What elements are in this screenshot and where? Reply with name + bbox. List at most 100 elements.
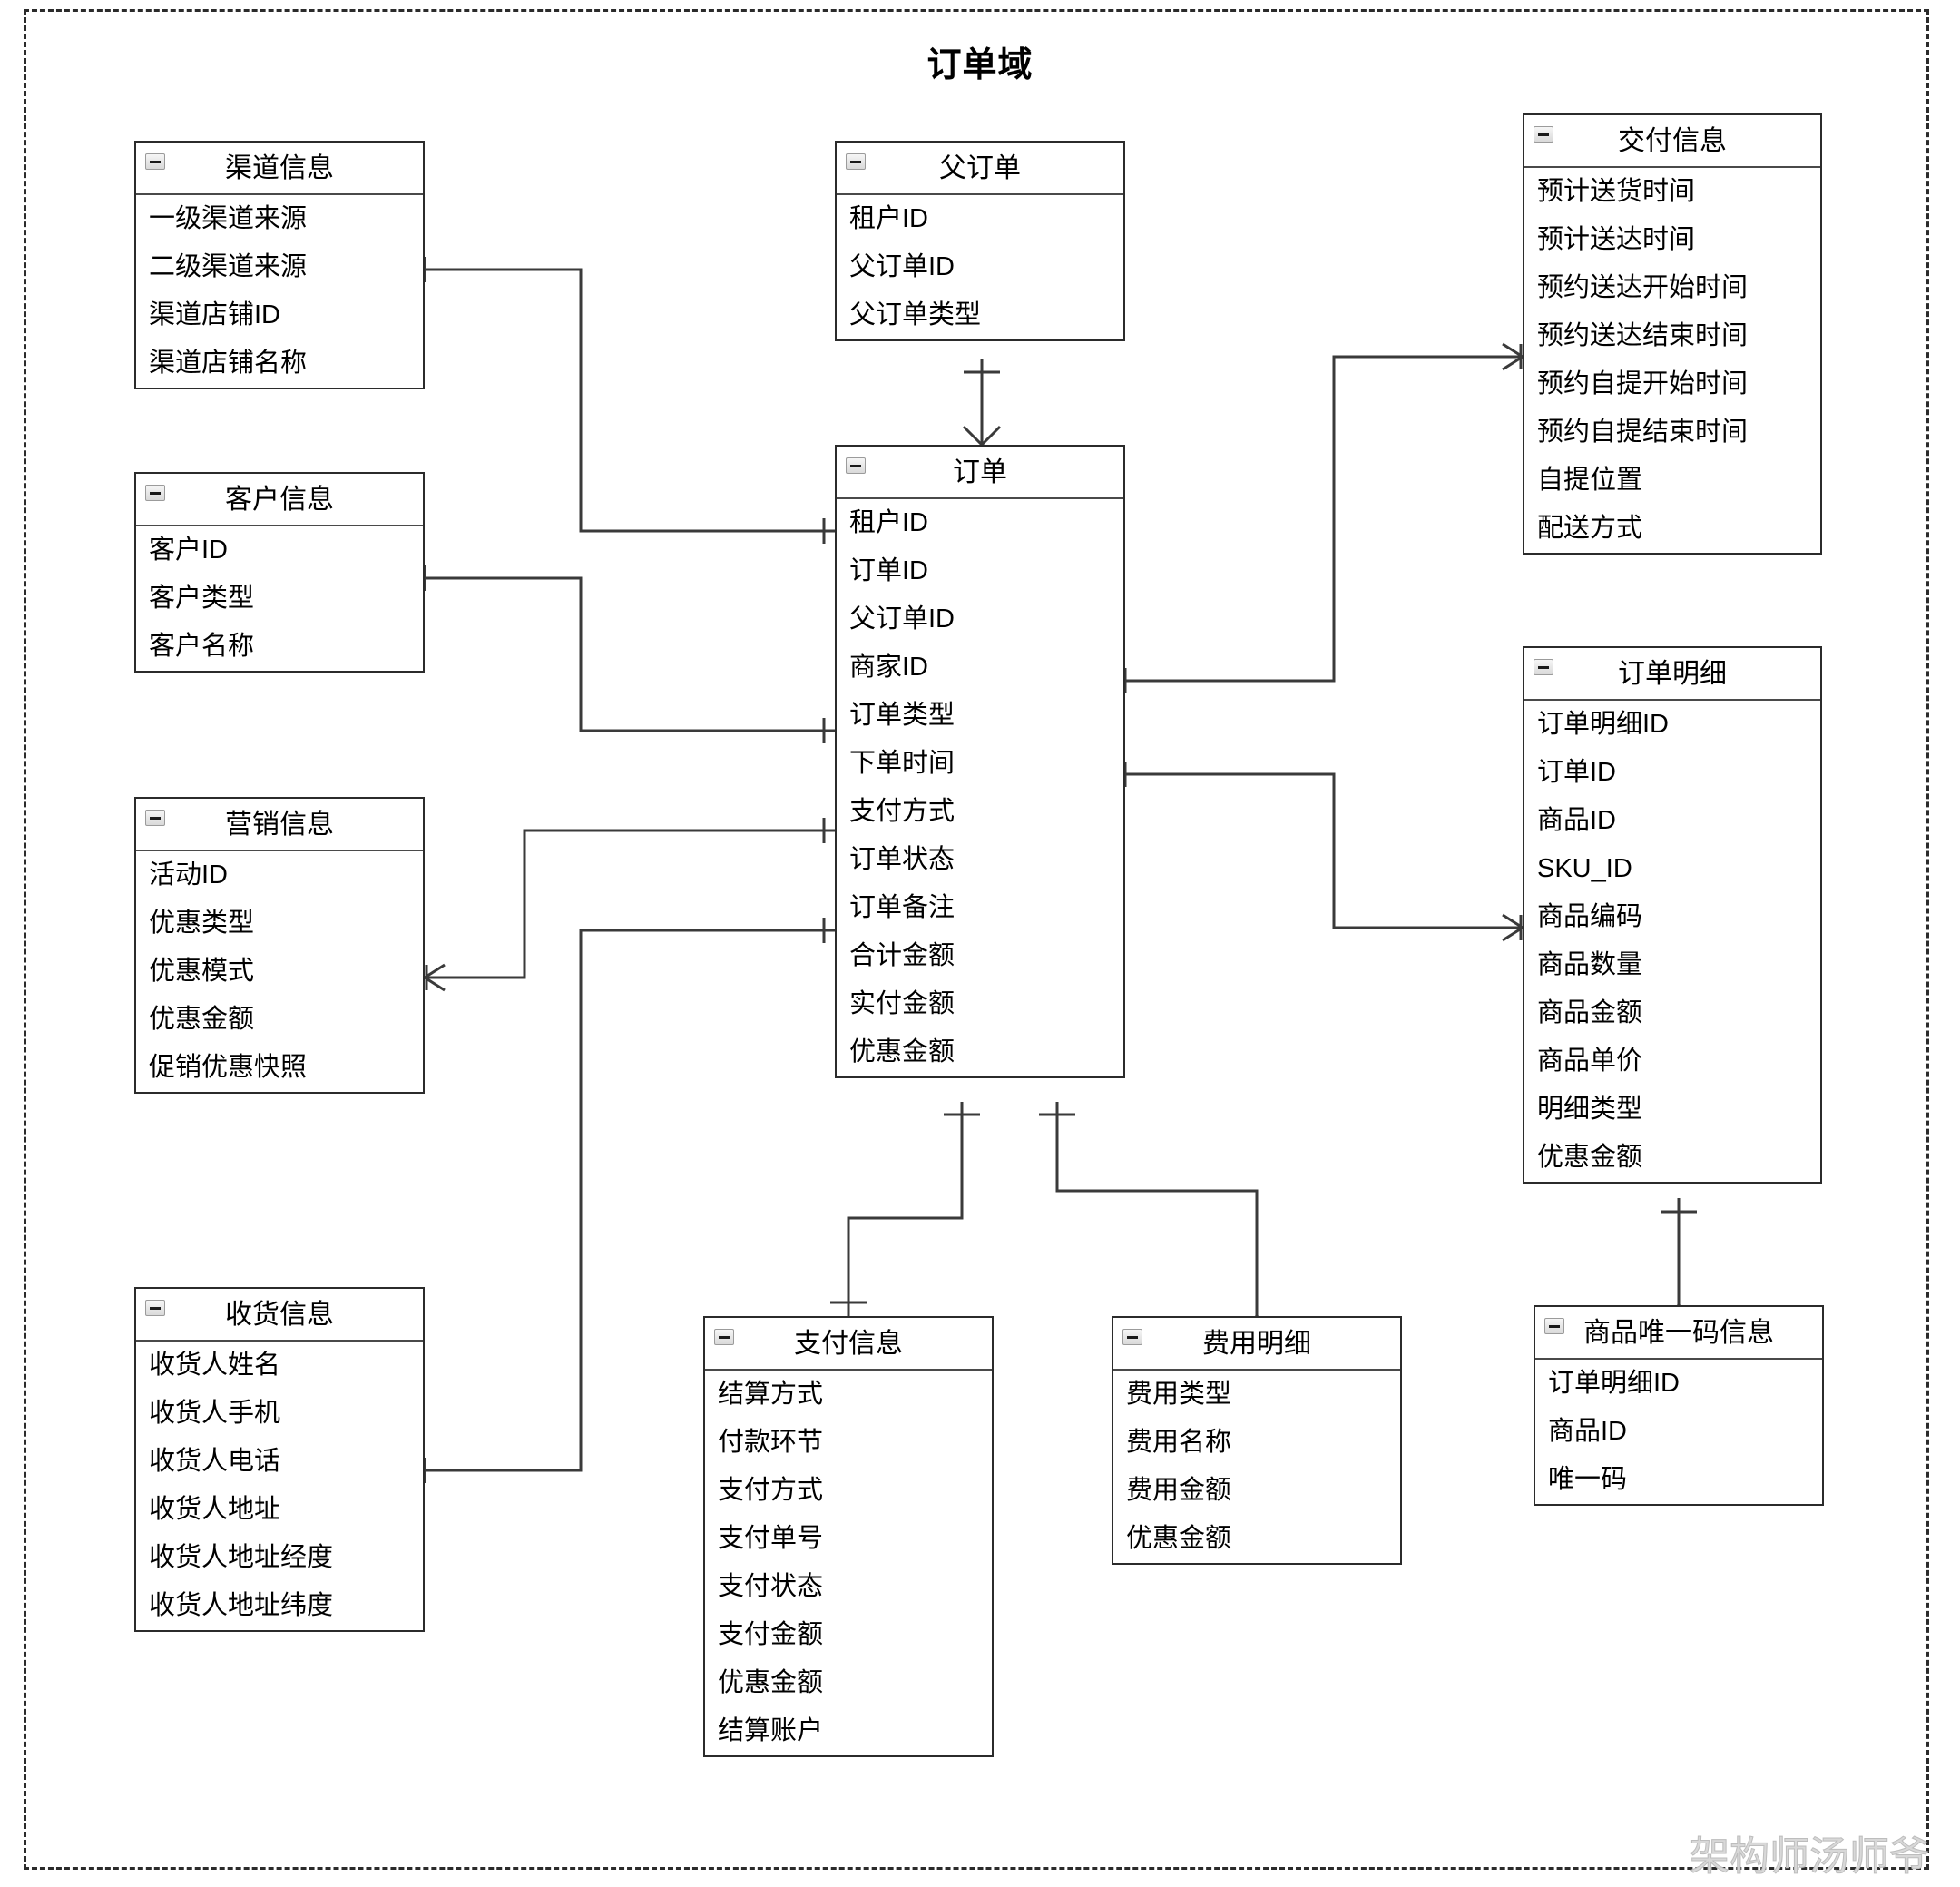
entity-field: 订单类型 bbox=[849, 701, 956, 730]
entity-payment[interactable]: 支付信息 结算方式 付款环节 支付方式 支付单号 支付状态 支付金额 优惠金额 … bbox=[703, 1316, 994, 1757]
entity-field: 预约送达结束时间 bbox=[1537, 321, 1749, 350]
entity-field: SKU_ID bbox=[1537, 854, 1632, 883]
marker-many-marketing bbox=[422, 963, 446, 992]
collapse-minus-icon[interactable] bbox=[1534, 126, 1553, 143]
entity-delivery[interactable]: 交付信息 预计送货时间 预计送达时间 预约送达开始时间 预约送达结束时间 预约自… bbox=[1523, 113, 1822, 555]
entity-field: 父订单ID bbox=[849, 252, 956, 281]
entity-header-order: 订单 bbox=[837, 447, 1123, 499]
entity-field: 商品数量 bbox=[1537, 950, 1643, 979]
entity-field: 客户名称 bbox=[149, 632, 255, 661]
entity-field: 订单状态 bbox=[849, 845, 956, 874]
entity-field: 实付金额 bbox=[849, 989, 956, 1018]
entity-shipping[interactable]: 收货信息 收货人姓名 收货人手机 收货人电话 收货人地址 收货人地址经度 收货人… bbox=[134, 1287, 425, 1632]
collapse-minus-icon[interactable] bbox=[714, 1329, 734, 1345]
entity-field: 费用金额 bbox=[1126, 1476, 1232, 1505]
entity-header-channel: 渠道信息 bbox=[136, 143, 423, 195]
entity-field: 订单ID bbox=[1537, 758, 1617, 787]
entity-field: 付款环节 bbox=[718, 1428, 824, 1457]
link-channel-order bbox=[425, 268, 835, 533]
entity-field: 父订单类型 bbox=[849, 300, 982, 329]
entity-field: 订单ID bbox=[849, 556, 929, 585]
entity-fields-order: 租户ID 订单ID 父订单ID 商家ID 订单类型 下单时间 支付方式 订单状态… bbox=[837, 499, 1123, 1076]
entity-order[interactable]: 订单 租户ID 订单ID 父订单ID 商家ID 订单类型 下单时间 支付方式 订… bbox=[835, 445, 1125, 1078]
entity-field: 收货人姓名 bbox=[149, 1351, 281, 1380]
entity-customer[interactable]: 客户信息 客户ID 客户类型 客户名称 bbox=[134, 472, 425, 673]
entity-field: 商品ID bbox=[1537, 806, 1617, 835]
entity-field: 收货人手机 bbox=[149, 1399, 281, 1428]
link-order-payment bbox=[847, 1102, 964, 1316]
entity-field: 收货人地址 bbox=[149, 1495, 281, 1524]
entity-field: 结算账户 bbox=[718, 1716, 824, 1745]
collapse-minus-icon[interactable] bbox=[145, 1300, 165, 1316]
link-order-orderitem bbox=[1125, 772, 1523, 929]
entity-field: 优惠金额 bbox=[718, 1668, 824, 1697]
entity-fields-parent-order: 租户ID 父订单ID 父订单类型 bbox=[837, 195, 1123, 339]
entity-title: 营销信息 bbox=[225, 810, 334, 840]
entity-field: 订单备注 bbox=[849, 893, 956, 922]
entity-fee-detail[interactable]: 费用明细 费用类型 费用名称 费用金额 优惠金额 bbox=[1112, 1316, 1402, 1565]
collapse-minus-icon[interactable] bbox=[1122, 1329, 1142, 1345]
entity-field: 支付方式 bbox=[849, 797, 956, 826]
entity-header-payment: 支付信息 bbox=[705, 1318, 992, 1371]
entity-title: 渠道信息 bbox=[225, 153, 334, 183]
entity-title: 商品唯一码信息 bbox=[1583, 1318, 1774, 1348]
entity-field: 费用类型 bbox=[1126, 1380, 1232, 1409]
entity-field: 收货人地址纬度 bbox=[149, 1591, 334, 1620]
page-title: 订单域 bbox=[926, 46, 1034, 84]
entity-field: 预约送达开始时间 bbox=[1537, 273, 1749, 302]
entity-header-order-item: 订单明细 bbox=[1524, 648, 1820, 701]
entity-fields-fee-detail: 费用类型 费用名称 费用金额 优惠金额 bbox=[1113, 1371, 1400, 1563]
entity-order-item[interactable]: 订单明细 订单明细ID 订单ID 商品ID SKU_ID 商品编码 商品数量 商… bbox=[1523, 646, 1822, 1184]
entity-field: 商品ID bbox=[1548, 1417, 1628, 1446]
entity-field: 活动ID bbox=[149, 860, 229, 889]
entity-field: 优惠模式 bbox=[149, 957, 255, 986]
entity-parent-order[interactable]: 父订单 租户ID 父订单ID 父订单类型 bbox=[835, 141, 1125, 341]
entity-field: 预约自提开始时间 bbox=[1537, 369, 1749, 398]
entity-field: 商家ID bbox=[849, 653, 929, 682]
link-marketing-order bbox=[425, 829, 835, 979]
entity-field: 费用名称 bbox=[1126, 1428, 1232, 1457]
entity-header-delivery: 交付信息 bbox=[1524, 115, 1820, 168]
collapse-minus-icon[interactable] bbox=[846, 457, 866, 474]
entity-fields-payment: 结算方式 付款环节 支付方式 支付单号 支付状态 支付金额 优惠金额 结算账户 bbox=[705, 1371, 992, 1755]
collapse-minus-icon[interactable] bbox=[145, 485, 165, 501]
entity-field: 合计金额 bbox=[849, 941, 956, 970]
entity-field: 租户ID bbox=[849, 508, 929, 537]
entity-header-fee-detail: 费用明细 bbox=[1113, 1318, 1400, 1371]
entity-header-marketing: 营销信息 bbox=[136, 799, 423, 851]
entity-field: 优惠金额 bbox=[849, 1037, 956, 1066]
entity-field: 预约自提结束时间 bbox=[1537, 418, 1749, 447]
link-order-delivery bbox=[1125, 355, 1523, 683]
entity-title: 支付信息 bbox=[794, 1329, 903, 1359]
entity-field: 支付单号 bbox=[718, 1524, 824, 1553]
collapse-minus-icon[interactable] bbox=[1544, 1318, 1564, 1334]
entity-field: 一级渠道来源 bbox=[149, 204, 308, 233]
entity-field: 支付状态 bbox=[718, 1572, 824, 1601]
entity-field: 租户ID bbox=[849, 204, 929, 233]
entity-fields-channel: 一级渠道来源 二级渠道来源 渠道店铺ID 渠道店铺名称 bbox=[136, 195, 423, 388]
link-shipping-order bbox=[425, 929, 835, 1472]
entity-field: 配送方式 bbox=[1537, 514, 1643, 543]
entity-field: 促销优惠快照 bbox=[149, 1053, 308, 1082]
entity-product-code[interactable]: 商品唯一码信息 订单明细ID 商品ID 唯一码 bbox=[1534, 1305, 1824, 1506]
entity-field: 自提位置 bbox=[1537, 466, 1643, 495]
entity-field: 优惠金额 bbox=[149, 1005, 255, 1034]
entity-title: 订单 bbox=[953, 457, 1007, 487]
collapse-minus-icon[interactable] bbox=[145, 153, 165, 170]
entity-title: 客户信息 bbox=[225, 485, 334, 515]
collapse-minus-icon[interactable] bbox=[846, 153, 866, 170]
entity-field: 预计送达时间 bbox=[1537, 225, 1696, 254]
entity-channel[interactable]: 渠道信息 一级渠道来源 二级渠道来源 渠道店铺ID 渠道店铺名称 bbox=[134, 141, 425, 389]
entity-fields-product-code: 订单明细ID 商品ID 唯一码 bbox=[1535, 1360, 1822, 1504]
entity-header-product-code: 商品唯一码信息 bbox=[1535, 1307, 1822, 1360]
entity-field: 支付方式 bbox=[718, 1476, 824, 1505]
entity-fields-delivery: 预计送货时间 预计送达时间 预约送达开始时间 预约送达结束时间 预约自提开始时间… bbox=[1524, 168, 1820, 553]
entity-field: 优惠金额 bbox=[1537, 1143, 1643, 1172]
entity-field: 商品编码 bbox=[1537, 902, 1643, 931]
entity-field: 客户ID bbox=[149, 536, 229, 565]
collapse-minus-icon[interactable] bbox=[1534, 659, 1553, 675]
entity-marketing[interactable]: 营销信息 活动ID 优惠类型 优惠模式 优惠金额 促销优惠快照 bbox=[134, 797, 425, 1094]
collapse-minus-icon[interactable] bbox=[145, 810, 165, 826]
entity-field: 唯一码 bbox=[1548, 1465, 1628, 1494]
